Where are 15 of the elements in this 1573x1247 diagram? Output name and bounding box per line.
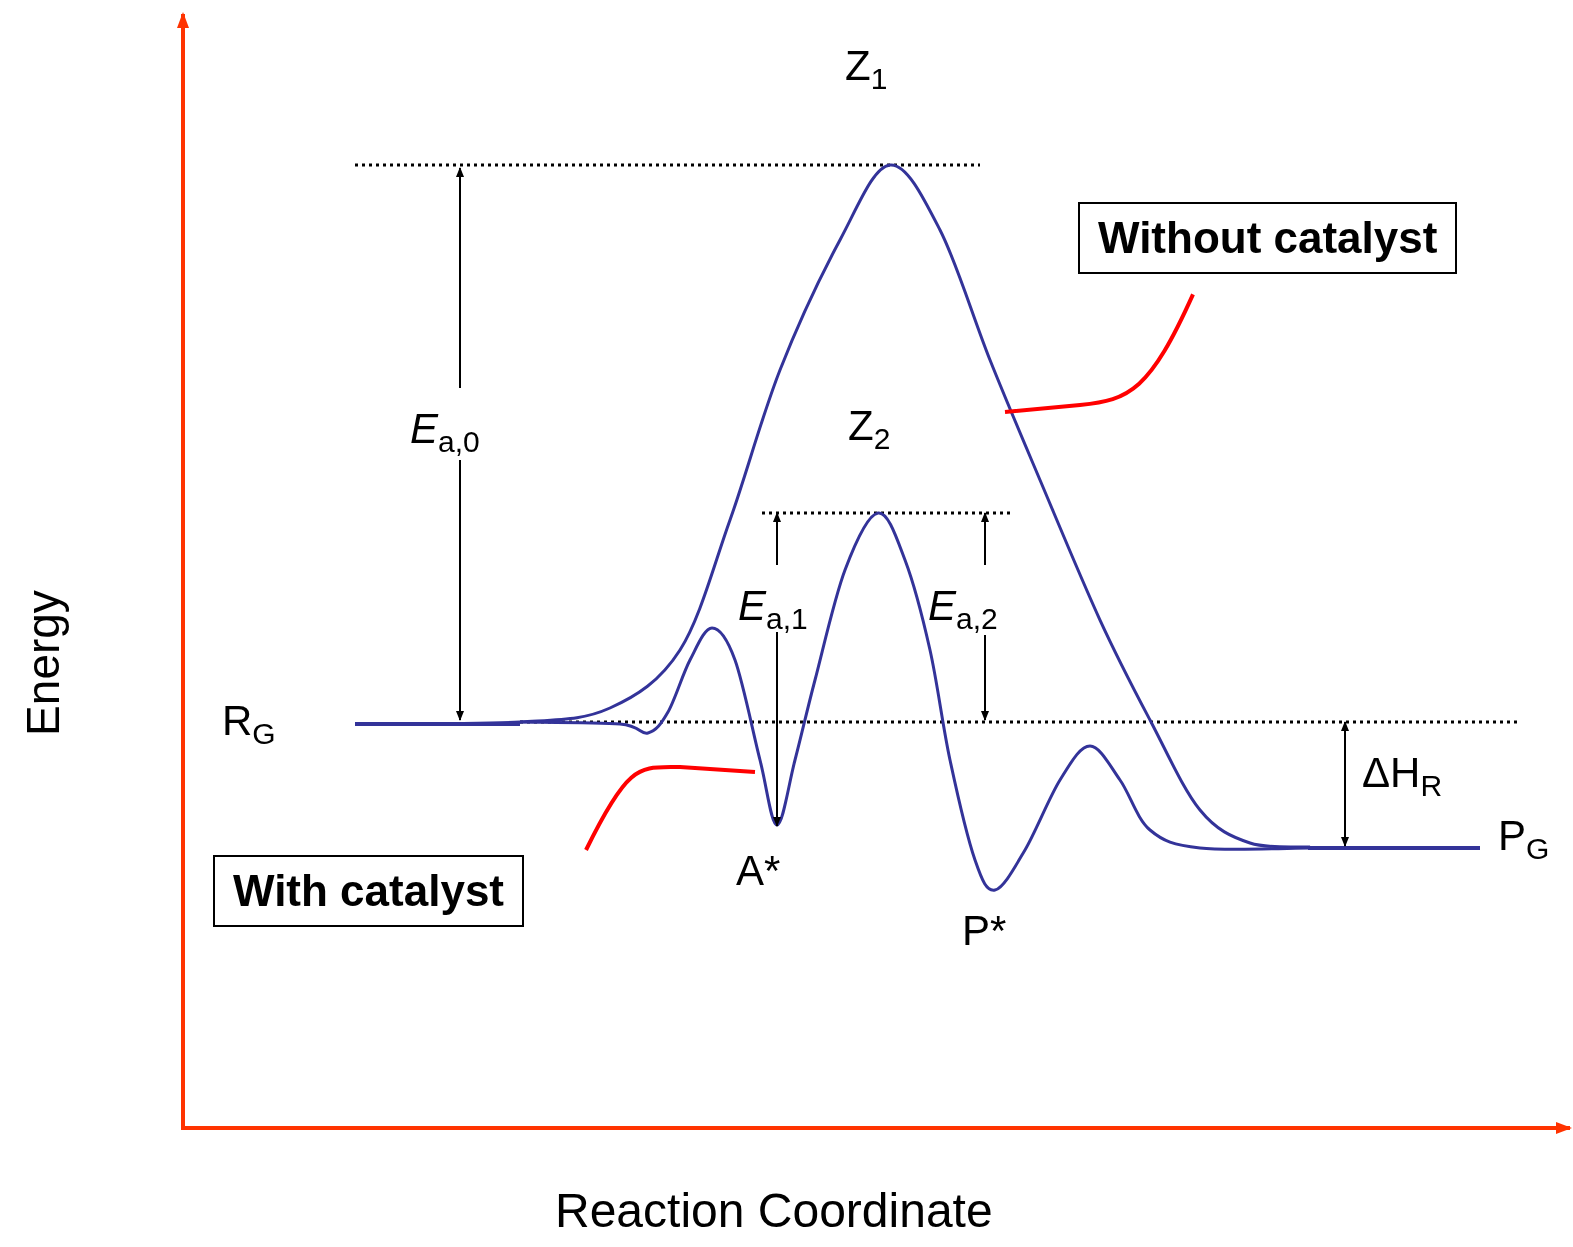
leader-line (1004, 293, 1195, 414)
label-box: With catalyst (213, 855, 524, 928)
energy-level-label: P$_{G}$ (1498, 815, 1550, 865)
energy-level-label: Z$_{1}$ (845, 45, 888, 95)
leader-line (584, 765, 756, 851)
quantity-label: E$_{a,1}$ (738, 585, 808, 635)
energy-level-label: A* (736, 850, 781, 892)
quantity-label: E$_{a,2}$ (928, 585, 998, 635)
energy-level-label: R$_{G}$ (222, 700, 276, 750)
axis-title: Reaction Coordinate (555, 1187, 993, 1235)
quantity-label: E$_{a,0}$ (410, 408, 480, 458)
energy-level-label: Z$_{2}$ (848, 405, 891, 455)
label-box: Without catalyst (1078, 202, 1458, 275)
energy-level-label: P* (962, 910, 1007, 952)
quantity-label: ΔH$_{R}$ (1362, 752, 1443, 802)
